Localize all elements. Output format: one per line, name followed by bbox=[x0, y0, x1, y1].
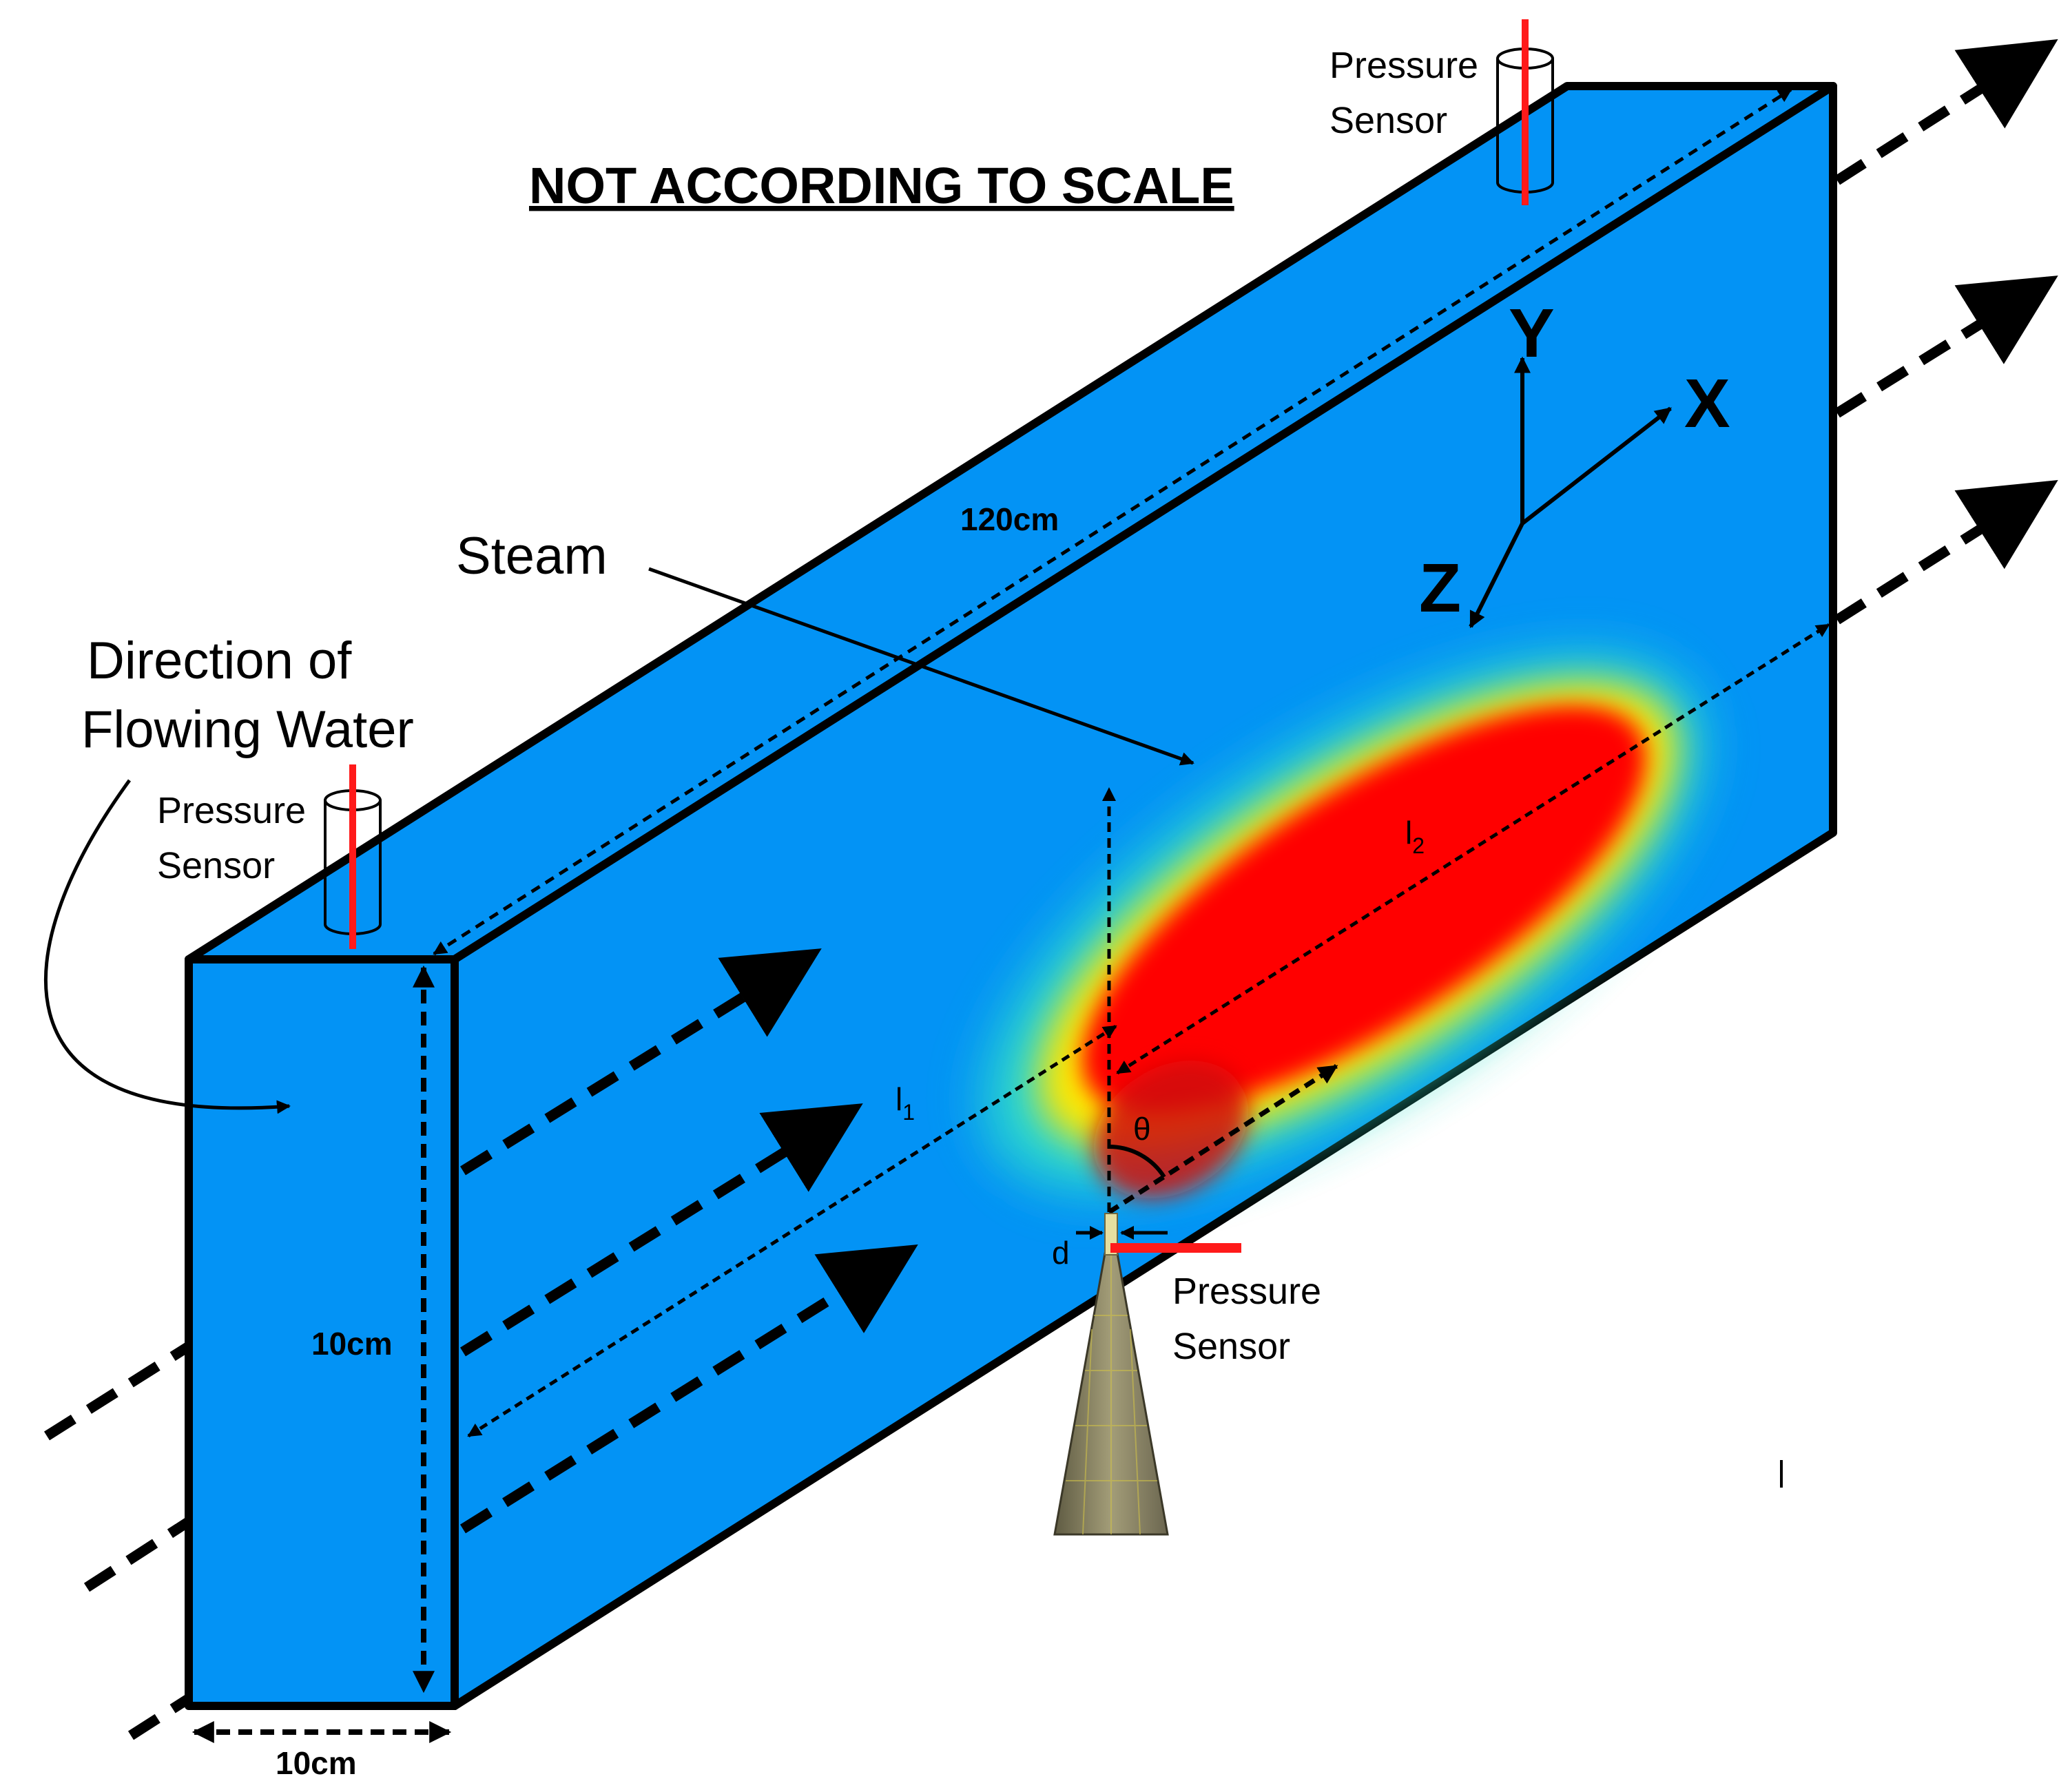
steam-nozzle bbox=[1053, 1213, 1169, 1536]
x-axis-label: X bbox=[1684, 365, 1730, 442]
coordinate-axes bbox=[1469, 356, 1672, 629]
x-axis-arrow bbox=[1521, 406, 1672, 525]
height-dimension-label: 10cm bbox=[311, 1326, 393, 1362]
l2-label: l2 bbox=[1405, 815, 1425, 858]
z-axis-arrow bbox=[1469, 522, 1524, 629]
l1-label: l1 bbox=[896, 1081, 915, 1125]
outgoing-flow-arrows bbox=[1834, 39, 2058, 625]
theta-label: θ bbox=[1133, 1111, 1151, 1147]
pressure-sensor-left bbox=[324, 764, 382, 949]
leader-arrows bbox=[44, 567, 1194, 1114]
l2-dimension-line bbox=[1116, 623, 1830, 1075]
y-axis-label: Y bbox=[1509, 295, 1555, 372]
pressure-sensor-top bbox=[1496, 19, 1554, 205]
theta-arc bbox=[1108, 1145, 1166, 1178]
pressure-sensor-top-label: Pressure Sensor bbox=[1329, 45, 1489, 141]
length-dimension-line bbox=[433, 87, 1792, 956]
pressure-sensor-nozzle-label: Pressure Sensor bbox=[1172, 1271, 1332, 1367]
l1-dimension-line bbox=[467, 1024, 1117, 1438]
flow-direction-label: Direction of Flowing Water bbox=[81, 632, 414, 759]
injection-angle-line bbox=[1108, 1064, 1338, 1214]
steam-leader bbox=[648, 567, 1194, 766]
width-dimension-label: 10cm bbox=[276, 1745, 357, 1781]
steam-label: Steam bbox=[456, 527, 608, 585]
channel-front-face bbox=[185, 955, 459, 1710]
diagram-title: NOT ACCORDING TO SCALE bbox=[529, 157, 1234, 214]
flow-direction-leader bbox=[44, 779, 291, 1114]
d-label: d bbox=[1052, 1235, 1070, 1271]
length-dimension-label: 120cm bbox=[960, 501, 1059, 537]
z-axis-label: Z bbox=[1419, 550, 1461, 627]
pressure-sensor-left-label: Pressure Sensor bbox=[157, 790, 316, 886]
dimension-lines bbox=[192, 87, 1830, 1743]
